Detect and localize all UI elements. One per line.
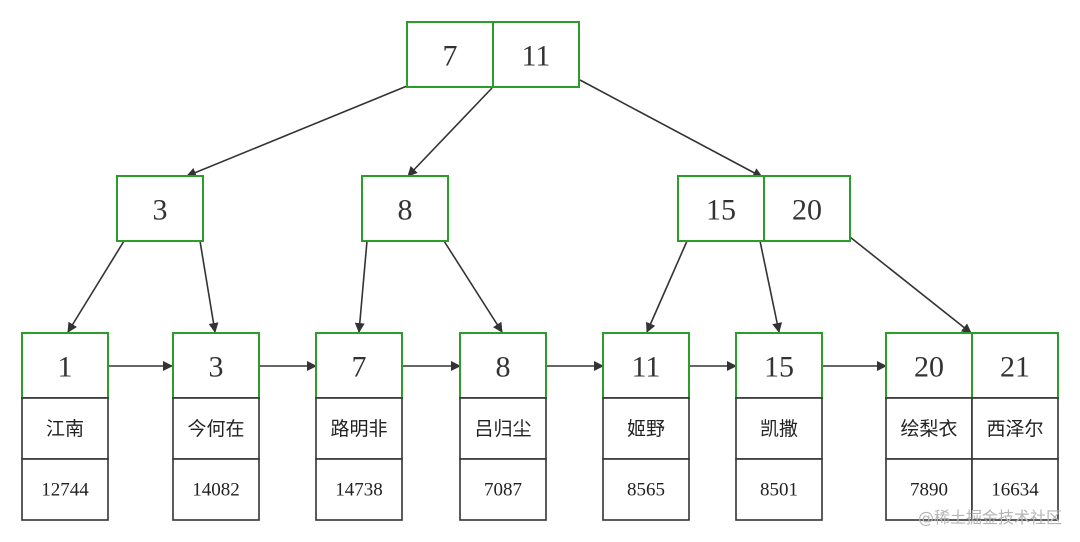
watermark: @稀土掘金技术社区	[917, 508, 1062, 527]
leaf-key-cell	[735, 332, 823, 399]
leaf-value: 12744	[41, 480, 89, 501]
root-key-cell	[406, 21, 494, 88]
leaf-name-cell	[971, 397, 1059, 460]
leaf-name-cell	[885, 397, 973, 460]
leaf-key: 1	[58, 351, 73, 384]
leaf-value-cell	[21, 458, 109, 521]
leaf-key-cell	[172, 332, 260, 399]
leaf-name: 今何在	[187, 418, 244, 440]
root-key: 11	[522, 40, 551, 73]
leaf-key: 21	[1000, 351, 1030, 384]
leaf-key-cell	[21, 332, 109, 399]
internal-key: 20	[792, 194, 822, 227]
internal-key: 3	[153, 194, 168, 227]
leaf-name-cell	[459, 397, 547, 460]
leaf-value: 7087	[484, 480, 522, 501]
leaf-node-7: 7 路明非 14738	[315, 332, 403, 521]
leaf-node-8: 8 吕归尘 7087	[459, 332, 547, 521]
internal-key-cell	[677, 175, 765, 242]
root-key: 7	[443, 40, 458, 73]
leaf-key: 7	[352, 351, 367, 384]
leaf-key-cell	[971, 332, 1059, 399]
leaf-value-cell	[602, 458, 690, 521]
leaf-node-3: 3 今何在 14082	[172, 332, 260, 521]
internal-key-cell	[361, 175, 449, 242]
leaf-node-11: 11 姬野 8565	[602, 332, 690, 521]
leaf-name: 路明非	[330, 418, 387, 440]
leaf-node-1: 1 江南 12744	[21, 332, 109, 521]
edge-node-8-to-leaf-8	[443, 240, 503, 333]
leaf-name-cell	[602, 397, 690, 460]
leaf-value: 14738	[335, 480, 383, 501]
internal-key-cell	[763, 175, 851, 242]
leaf-name-cell	[315, 397, 403, 460]
leaf-value: 7890	[910, 480, 948, 501]
leaf-value: 14082	[192, 480, 240, 501]
leaf-key-cell	[459, 332, 547, 399]
leaf-key: 15	[764, 351, 794, 384]
leaf-name-cell	[172, 397, 260, 460]
leaf-name: 绘梨衣	[900, 418, 957, 440]
edge-node-15-20-to-leaf-20-21	[849, 236, 972, 334]
leaf-node-20-21: 20 21 绘梨衣 西泽尔 7890 16634	[885, 332, 1059, 521]
edge-root-to-node-8	[407, 87, 493, 177]
leaf-name: 江南	[46, 418, 84, 440]
leaf-value: 8565	[627, 480, 665, 501]
leaf-value-cell	[315, 458, 403, 521]
leaf-value: 16634	[991, 480, 1039, 501]
leaf-key: 11	[632, 351, 661, 384]
edge-root-to-node-3	[186, 85, 408, 178]
leaf-name-cell	[735, 397, 823, 460]
leaf-name: 吕归尘	[474, 418, 531, 440]
edge-node-15-20-to-leaf-15	[759, 240, 783, 333]
leaf-key: 3	[209, 351, 224, 384]
leaf-name: 姬野	[627, 418, 665, 440]
internal-node-8: 8	[361, 175, 449, 242]
internal-key: 15	[706, 194, 736, 227]
leaf-name: 凯撒	[760, 418, 798, 440]
internal-key-cell	[116, 175, 204, 242]
edge-node-15-20-to-leaf-11	[646, 240, 688, 333]
leaf-key: 20	[914, 351, 944, 384]
root-key-cell	[492, 21, 580, 88]
tree-edges	[67, 79, 972, 371]
leaf-value: 8501	[760, 480, 798, 501]
root-node: 7 11	[406, 21, 580, 88]
internal-node-15-20: 15 20	[677, 175, 851, 242]
leaf-key-cell	[315, 332, 403, 399]
edge-node-8-to-leaf-7	[354, 240, 368, 333]
leaf-value-cell	[735, 458, 823, 521]
edge-node-3-to-leaf-3	[199, 240, 219, 333]
leaf-name: 西泽尔	[986, 418, 1043, 440]
internal-node-3: 3	[116, 175, 204, 242]
leaf-key: 8	[496, 351, 511, 384]
edge-root-to-node-15-20	[579, 79, 763, 178]
internal-key: 8	[398, 194, 413, 227]
leaf-value-cell	[971, 458, 1059, 521]
leaf-value-cell	[172, 458, 260, 521]
edge-node-3-to-leaf-1	[67, 240, 125, 333]
leaf-value-cell	[459, 458, 547, 521]
leaf-node-15: 15 凯撒 8501	[735, 332, 823, 521]
